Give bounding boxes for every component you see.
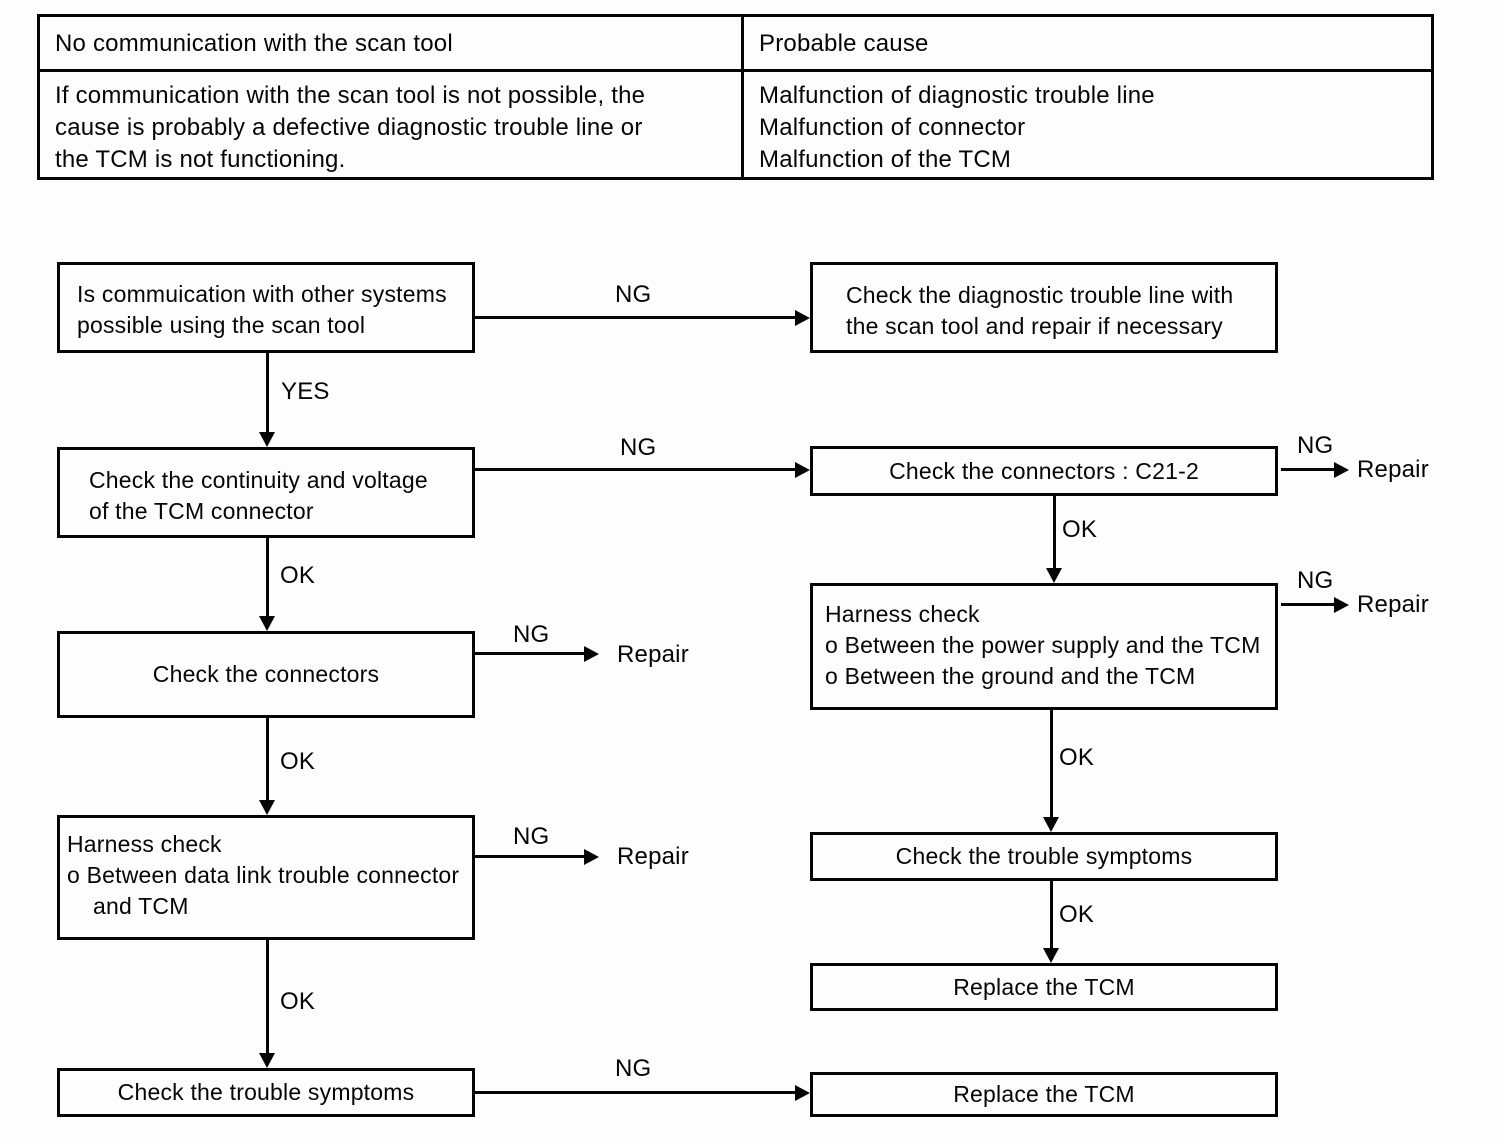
repair-label: Repair (1357, 456, 1429, 483)
cause-line: Malfunction of the TCM (759, 146, 1012, 173)
ok-label: OK (1062, 516, 1098, 543)
arrow-line (1281, 603, 1335, 606)
arrow-line (475, 316, 796, 319)
ok-label: OK (1059, 901, 1095, 928)
flow-box-check-diagnostic-line: Check the diagnostic trouble line with t… (810, 262, 1278, 353)
arrow-down-icon (259, 616, 275, 631)
ng-label: NG (1297, 432, 1334, 459)
box-text-line: possible using the scan tool (77, 312, 366, 338)
box-text-line: Check the continuity and voltage (89, 467, 428, 493)
arrow-line (266, 538, 269, 616)
table-column-rule (741, 17, 744, 177)
ng-label: NG (615, 1055, 652, 1082)
repair-label: Repair (1357, 591, 1429, 618)
ok-label: OK (1059, 744, 1095, 771)
arrow-line (266, 718, 269, 800)
arrow-down-icon (259, 432, 275, 447)
box-text-line: Check the diagnostic trouble line with (846, 282, 1234, 308)
arrow-line (1281, 468, 1335, 471)
arrow-down-icon (1046, 568, 1062, 583)
arrow-line (475, 652, 585, 655)
arrow-line (266, 352, 269, 434)
arrow-down-icon (259, 800, 275, 815)
symptom-line: If communication with the scan tool is n… (55, 82, 646, 109)
arrow-right-icon (1334, 597, 1349, 613)
box-text-line: the scan tool and repair if necessary (846, 313, 1223, 339)
ng-label: NG (1297, 567, 1334, 594)
repair-label: Repair (617, 843, 689, 870)
ok-label: OK (280, 988, 316, 1015)
table-cause-list: Malfunction of diagnostic trouble line M… (759, 80, 1155, 176)
arrow-down-icon (1043, 817, 1059, 832)
arrow-line (475, 468, 796, 471)
box-text-line: o Between the ground and the TCM (825, 663, 1196, 689)
flow-box-check-trouble-symptoms-right: Check the trouble symptoms (810, 832, 1278, 881)
ok-label: OK (280, 562, 316, 589)
arrow-line (1053, 495, 1056, 569)
cause-line: Malfunction of connector (759, 114, 1026, 141)
arrow-right-icon (584, 849, 599, 865)
arrow-line (266, 940, 269, 1053)
table-symptom-description: If communication with the scan tool is n… (55, 80, 645, 176)
flow-box-check-trouble-symptoms-left: Check the trouble symptoms (57, 1068, 475, 1117)
arrow-right-icon (795, 1085, 810, 1101)
ng-label: NG (615, 281, 652, 308)
arrow-down-icon (259, 1053, 275, 1068)
arrow-right-icon (584, 646, 599, 662)
flow-box-scan-other-systems: Is commuication with other systems possi… (57, 262, 475, 353)
ng-label: NG (513, 823, 550, 850)
arrow-right-icon (795, 310, 810, 326)
box-text-line: o Between the power supply and the TCM (825, 632, 1261, 658)
arrow-right-icon (1334, 462, 1349, 478)
arrow-line (475, 855, 585, 858)
box-text-line: o Between data link trouble connector (67, 862, 460, 888)
box-text-line: Harness check (67, 831, 222, 857)
symptom-line: cause is probably a defective diagnostic… (55, 114, 643, 141)
flow-box-check-connectors-c21-2: Check the connectors : C21-2 (810, 446, 1278, 496)
arrow-line (1050, 881, 1053, 948)
arrow-line (475, 1091, 796, 1094)
ng-label: NG (513, 621, 550, 648)
cause-line: Malfunction of diagnostic trouble line (759, 82, 1155, 109)
table-header-symptom: No communication with the scan tool (55, 30, 453, 57)
flow-box-replace-tcm: Replace the TCM (810, 963, 1278, 1011)
box-text-line: Harness check (825, 601, 980, 627)
flow-box-replace-tcm-bottom: Replace the TCM (810, 1072, 1278, 1117)
arrow-right-icon (795, 462, 810, 478)
arrow-down-icon (1043, 948, 1059, 963)
box-text-line: Is commuication with other systems (77, 281, 447, 307)
flow-box-harness-power-ground: Harness check o Between the power supply… (810, 583, 1278, 710)
repair-label: Repair (617, 641, 689, 668)
flow-box-check-connectors: Check the connectors (57, 631, 475, 718)
symptom-cause-table: No communication with the scan tool Prob… (37, 14, 1434, 180)
symptom-line: the TCM is not functioning. (55, 146, 346, 173)
arrow-line (1050, 710, 1053, 817)
box-text-line: and TCM (93, 893, 189, 919)
flow-box-harness-datalink: Harness check o Between data link troubl… (57, 815, 475, 940)
ok-label: OK (280, 748, 316, 775)
table-header-cause: Probable cause (759, 30, 929, 57)
yes-label: YES (281, 378, 330, 405)
table-header-rule (39, 69, 1432, 72)
flow-box-tcm-continuity-voltage: Check the continuity and voltage of the … (57, 447, 475, 538)
box-text-line: of the TCM connector (89, 498, 314, 524)
ng-label: NG (620, 434, 657, 461)
